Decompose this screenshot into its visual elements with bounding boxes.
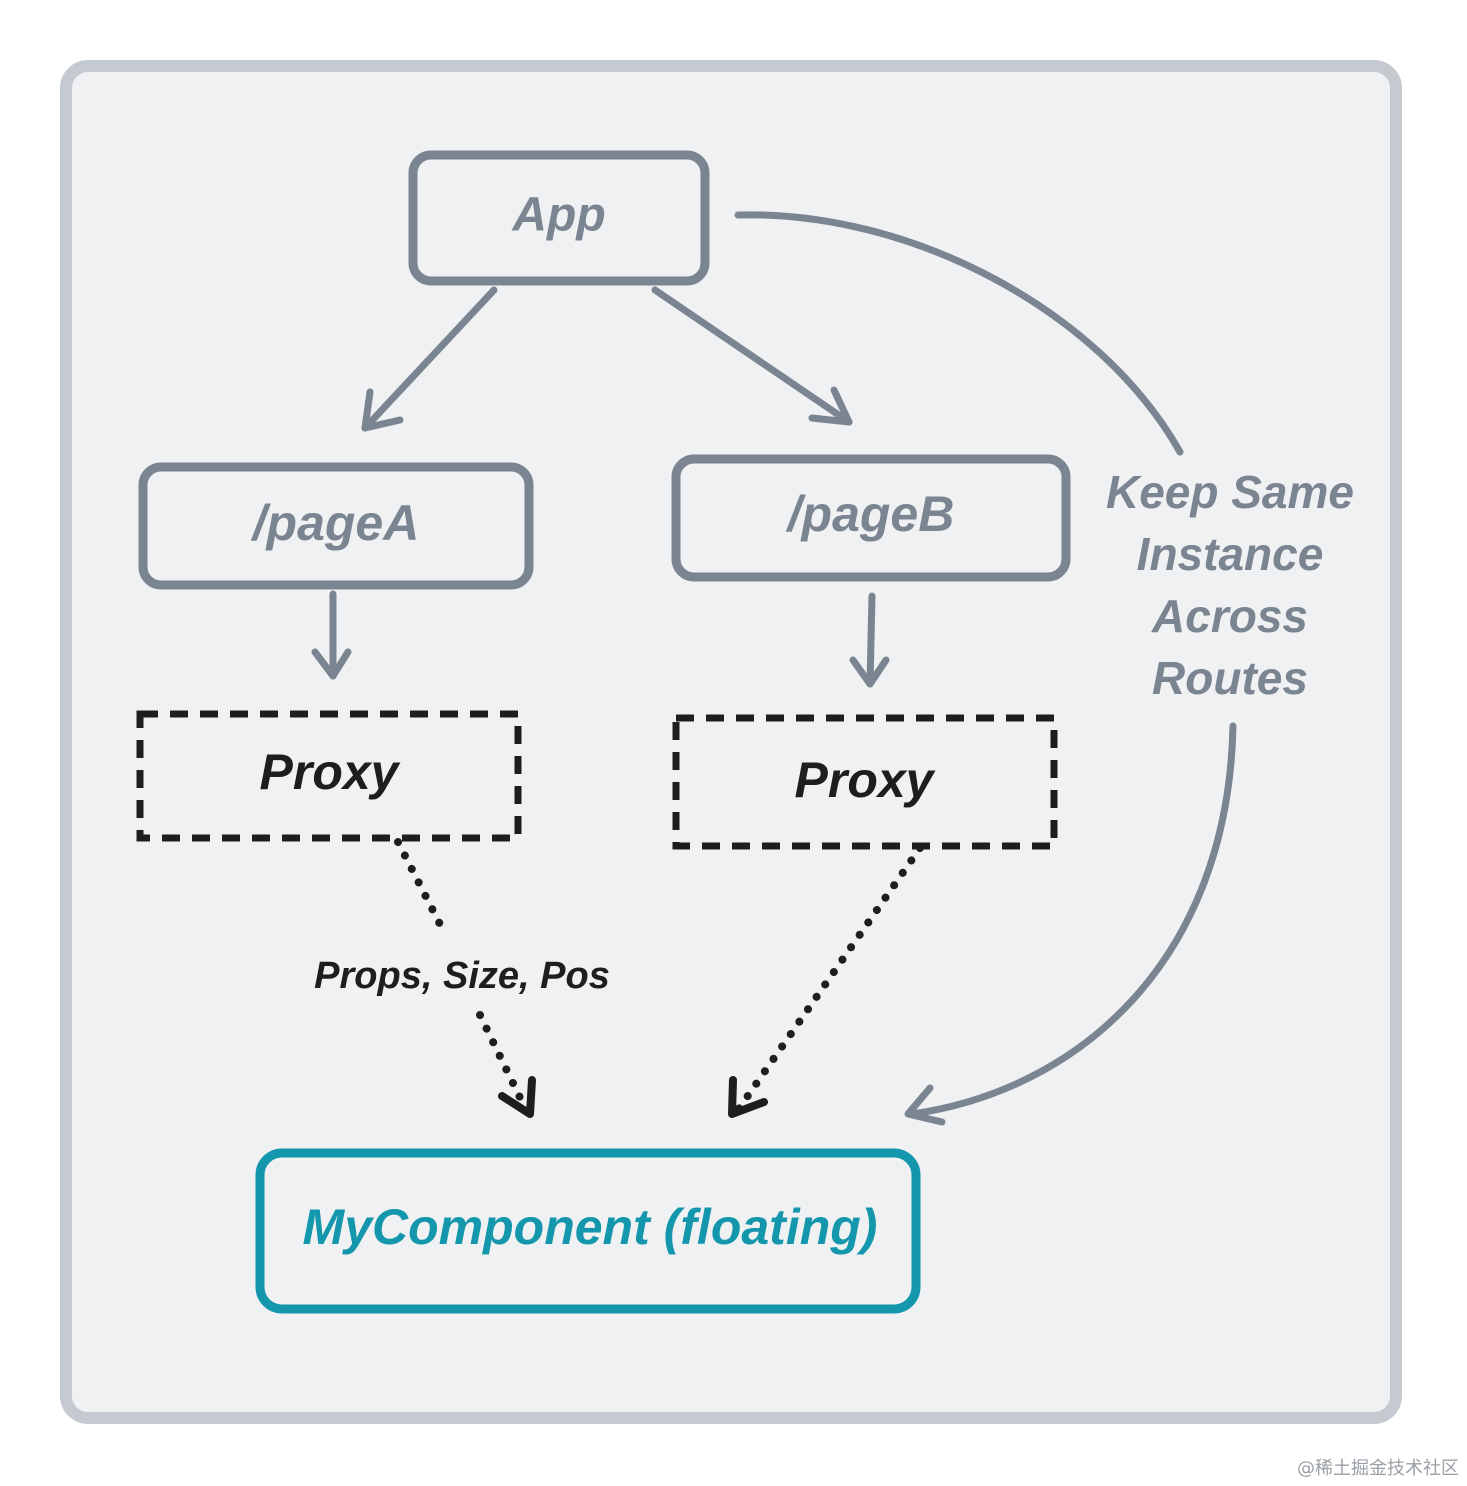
keep-label-line-3: Across bbox=[1151, 590, 1308, 642]
proxy-b-node: Proxy bbox=[672, 714, 1058, 850]
page-b-node-label: /pageB bbox=[786, 486, 955, 542]
page-a-node: /pageA bbox=[138, 462, 534, 590]
arrow-app-to-page-b bbox=[651, 286, 853, 426]
props-size-pos-label: Props, Size, Pos bbox=[314, 955, 610, 997]
arrow-page-b-to-proxy bbox=[849, 592, 890, 688]
arrow-app-to-page-a bbox=[361, 286, 498, 432]
dotted-arrow-proxy-b-to-component bbox=[728, 844, 924, 1118]
arrow-page-a-to-proxy bbox=[311, 590, 352, 680]
keep-same-instance-label: Keep Same Instance Across Routes bbox=[1106, 466, 1354, 704]
watermark: @稀土掘金技术社区 bbox=[1297, 1458, 1459, 1479]
app-node-label: App bbox=[511, 189, 605, 242]
app-node: App bbox=[408, 150, 710, 286]
my-component-node: MyComponent (floating) bbox=[255, 1148, 921, 1314]
proxy-a-node-label: Proxy bbox=[260, 744, 401, 800]
proxy-b-node-label: Proxy bbox=[795, 752, 936, 808]
page-a-node-label: /pageA bbox=[251, 495, 420, 551]
my-component-node-label: MyComponent (floating) bbox=[303, 1199, 878, 1255]
keep-label-line-1: Keep Same bbox=[1106, 466, 1354, 518]
keep-label-line-2: Instance bbox=[1137, 528, 1324, 580]
page-b-node: /pageB bbox=[671, 454, 1071, 582]
proxy-a-node: Proxy bbox=[136, 710, 522, 842]
diagram-frame bbox=[60, 60, 1402, 1424]
dotted-arrow-proxy-a-to-component bbox=[394, 838, 536, 1118]
keep-label-line-4: Routes bbox=[1152, 652, 1308, 704]
keep-instance-curve bbox=[734, 211, 1237, 1126]
